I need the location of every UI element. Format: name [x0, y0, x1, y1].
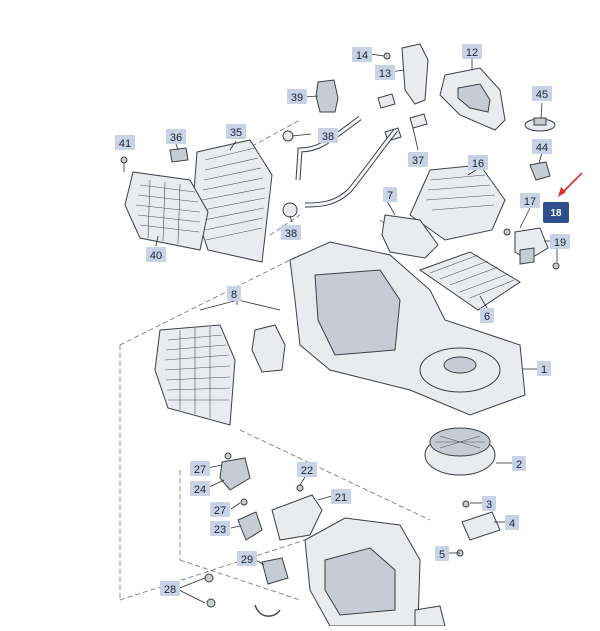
part-28-screws [204, 573, 281, 617]
svg-text:38: 38 [322, 131, 334, 143]
callout-38-lower[interactable]: 38 [281, 225, 301, 240]
svg-text:12: 12 [466, 47, 478, 59]
svg-text:14: 14 [356, 50, 368, 62]
callout-37[interactable]: 37 [408, 152, 428, 167]
callout-12[interactable]: 12 [462, 44, 482, 59]
part-36-clip [169, 147, 189, 163]
callout-39[interactable]: 39 [287, 89, 307, 104]
callout-21[interactable]: 21 [331, 489, 351, 504]
callout-16[interactable]: 16 [468, 155, 488, 170]
part-12-seal-plate [439, 67, 506, 131]
callout-38-upper[interactable]: 38 [318, 128, 338, 143]
svg-text:38: 38 [285, 228, 297, 240]
svg-text:36: 36 [170, 132, 182, 144]
callout-labels: 1 2 3 4 5 6 7 8 12 13 14 16 17 18 19 21 … [115, 44, 570, 596]
callout-19[interactable]: 19 [550, 234, 570, 249]
callout-23[interactable]: 23 [210, 521, 230, 536]
callout-28[interactable]: 28 [160, 581, 180, 596]
part-4-resistor [461, 511, 501, 541]
part-6-filter [418, 251, 521, 311]
svg-text:29: 29 [241, 554, 253, 566]
svg-text:37: 37 [412, 155, 424, 167]
svg-text:35: 35 [230, 127, 242, 139]
part-41-screw [120, 156, 128, 172]
callout-29[interactable]: 29 [237, 551, 257, 566]
callout-4[interactable]: 4 [505, 515, 519, 530]
svg-text:1: 1 [541, 364, 547, 376]
callout-35[interactable]: 35 [226, 124, 246, 139]
part-29-actuator [261, 557, 289, 585]
callout-6[interactable]: 6 [480, 308, 494, 323]
callout-7[interactable]: 7 [383, 187, 397, 202]
part-21-actuator [271, 484, 323, 541]
svg-text:21: 21 [335, 492, 347, 504]
part-40-heater-core [124, 171, 209, 251]
callout-18-highlighted[interactable]: 18 [543, 202, 569, 223]
callout-45[interactable]: 45 [532, 86, 552, 101]
svg-text:44: 44 [536, 142, 548, 154]
callout-5[interactable]: 5 [435, 546, 449, 561]
part-44-actuator-small [529, 161, 551, 181]
callout-44[interactable]: 44 [532, 139, 552, 154]
callout-24[interactable]: 24 [190, 481, 210, 496]
svg-text:39: 39 [291, 92, 303, 104]
svg-text:17: 17 [524, 196, 536, 208]
part-35-evaporator [192, 139, 273, 263]
svg-text:7: 7 [387, 190, 393, 202]
part-3-screw [462, 500, 470, 508]
svg-text:24: 24 [194, 484, 206, 496]
part-24-actuator [219, 452, 251, 491]
svg-text:19: 19 [554, 237, 566, 249]
part-8-filter-pair [154, 299, 286, 426]
highlight-pointer-arrow [558, 172, 583, 197]
callout-2[interactable]: 2 [512, 456, 526, 471]
part-45-cap [524, 117, 556, 132]
part-1-main-housing [289, 241, 526, 416]
part-38-pipes [282, 115, 398, 218]
svg-text:13: 13 [379, 68, 391, 80]
svg-text:27: 27 [214, 505, 226, 517]
callout-27-upper[interactable]: 27 [190, 461, 210, 476]
svg-text:40: 40 [150, 250, 162, 262]
svg-text:45: 45 [536, 89, 548, 101]
callout-8[interactable]: 8 [227, 286, 241, 301]
svg-text:8: 8 [231, 289, 237, 301]
svg-text:18: 18 [550, 208, 562, 219]
part-18-actuator [503, 227, 560, 270]
svg-text:16: 16 [472, 158, 484, 170]
svg-text:23: 23 [214, 524, 226, 536]
callout-40[interactable]: 40 [146, 247, 166, 262]
callout-14[interactable]: 14 [352, 47, 372, 62]
callout-27-lower[interactable]: 27 [210, 502, 230, 517]
callout-13[interactable]: 13 [375, 65, 395, 80]
part-2-blower-motor [424, 427, 496, 476]
leader-lines [155, 58, 558, 604]
part-7-gasket [381, 214, 439, 259]
svg-text:5: 5 [439, 549, 445, 561]
part-39-sensor [315, 79, 339, 113]
callout-1[interactable]: 1 [537, 361, 551, 376]
svg-text:6: 6 [484, 311, 490, 323]
svg-text:41: 41 [119, 138, 131, 150]
svg-text:2: 2 [516, 459, 522, 471]
callout-41[interactable]: 41 [115, 135, 135, 150]
lower-housing [304, 517, 446, 627]
svg-text:27: 27 [194, 464, 206, 476]
callout-3[interactable]: 3 [482, 496, 496, 511]
svg-text:22: 22 [301, 465, 313, 477]
svg-text:3: 3 [486, 499, 492, 511]
svg-text:4: 4 [509, 518, 515, 530]
callout-36[interactable]: 36 [166, 129, 186, 144]
callout-22[interactable]: 22 [297, 462, 317, 477]
callout-17[interactable]: 17 [520, 193, 540, 208]
svg-text:28: 28 [164, 584, 176, 596]
part-13-bracket [369, 43, 429, 105]
part-23-actuator [237, 498, 263, 541]
